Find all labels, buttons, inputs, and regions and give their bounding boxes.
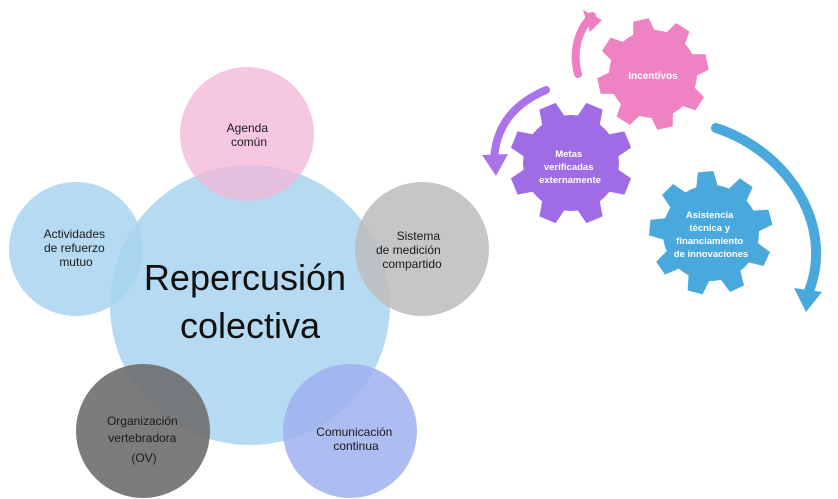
- incentives-gear-body: [610, 31, 696, 117]
- agenda-circle: [180, 67, 314, 201]
- reinforcing-circle: [9, 182, 143, 316]
- assistance-gear-body: [664, 186, 758, 280]
- collective-impact-cluster: Repercusión colectiva Agenda común Siste…: [9, 67, 489, 498]
- assistance-label: Asistencia técnica y financiamiento de i…: [674, 210, 748, 260]
- blue-arrowhead: [794, 288, 822, 312]
- measurement-label: Sistema de medición compartido: [376, 229, 444, 271]
- measurement-circle: [355, 182, 489, 316]
- pink-arrowhead: [583, 10, 602, 32]
- communication-circle: [283, 364, 417, 498]
- goals-gear-body: [524, 116, 618, 210]
- assistance-gear: [649, 171, 773, 295]
- incentives-label: Incentivos: [628, 71, 678, 82]
- backbone-circle: [76, 364, 210, 498]
- agenda-label: Agenda común: [227, 121, 272, 149]
- reinforcing-label: Actividades de refuerzo mutuo: [44, 227, 109, 269]
- blue-cycle-arrow: [711, 123, 821, 303]
- goals-gear: [510, 102, 632, 224]
- gear-cycle: Incentivos Metas verificadas externament…: [482, 10, 822, 312]
- communication-label: Comunicación continua: [316, 425, 395, 453]
- goals-label: Metas verificadas externamente: [539, 149, 601, 186]
- purple-cycle-arrow: [490, 86, 550, 164]
- purple-arrowhead: [482, 154, 508, 176]
- backbone-label: Organización vertebradora (OV): [107, 414, 181, 465]
- center-label: Repercusión colectiva: [144, 257, 356, 346]
- incentives-gear: [597, 18, 709, 130]
